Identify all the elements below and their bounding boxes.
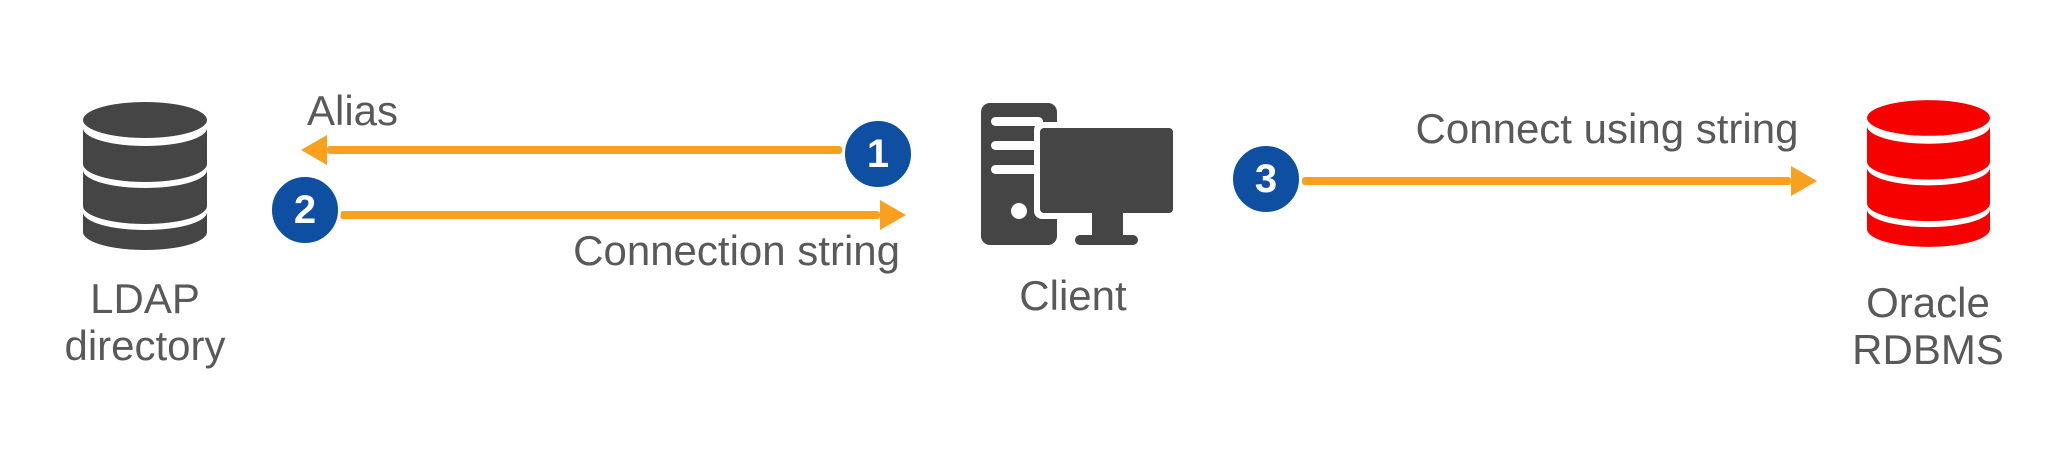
node-label-line: LDAP (90, 275, 200, 322)
step-number: 1 (866, 131, 890, 176)
node-label-oracle-rdbms: Oracle RDBMS (1828, 279, 2028, 373)
step-badge-2: 2 (269, 174, 341, 246)
arrowhead-icon (880, 200, 906, 230)
flow-label-connection-string: Connection string (573, 227, 900, 274)
step-number: 3 (1254, 156, 1278, 201)
database-icon (1867, 100, 1990, 247)
flow-label-connect-using-string: Connect using string (1415, 105, 1799, 152)
arrowhead-icon (1791, 166, 1817, 196)
arrowhead-icon (301, 135, 327, 165)
step-badge-3: 3 (1230, 143, 1302, 215)
step-number: 2 (293, 187, 317, 232)
alias-arrow (327, 146, 842, 154)
connection-string-arrow (340, 211, 880, 219)
database-icon (83, 102, 207, 250)
node-label-line: directory (64, 322, 226, 369)
flow-label-alias: Alias (307, 87, 399, 134)
node-label-line: Oracle (1866, 279, 1990, 326)
node-label-line: RDBMS (1852, 326, 2004, 373)
node-label-client: Client (1019, 272, 1127, 319)
connect-using-string-arrow (1302, 177, 1791, 185)
node-label-ldap-directory: LDAP directory (25, 275, 265, 369)
desktop-computer-icon (981, 103, 1179, 245)
step-badge-1: 1 (842, 118, 914, 190)
